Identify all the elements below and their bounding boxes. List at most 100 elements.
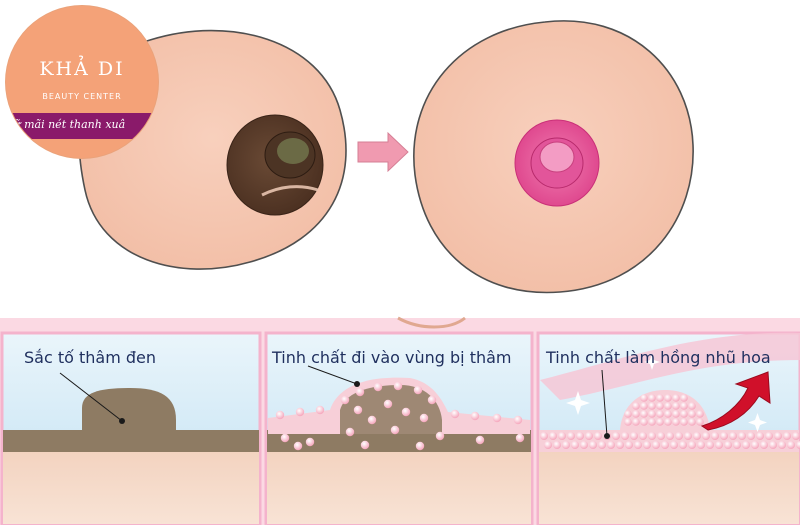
pink-particle xyxy=(571,441,579,449)
pink-particle xyxy=(567,432,575,440)
pink-particle xyxy=(697,441,705,449)
pink-particle xyxy=(580,441,588,449)
pink-particle xyxy=(747,432,755,440)
pink-particle xyxy=(696,418,704,426)
serum-particle xyxy=(513,415,523,425)
pointer-dot-1 xyxy=(119,418,125,424)
pink-particle xyxy=(594,432,602,440)
pink-particle xyxy=(648,410,656,418)
pink-particle xyxy=(640,418,648,426)
serum-particles-entering xyxy=(275,381,525,451)
serum-particle xyxy=(393,381,403,391)
breast-after xyxy=(413,20,694,294)
pink-particle xyxy=(558,432,566,440)
pink-particle xyxy=(680,394,688,402)
logo-subtitle: BEAUTY CENTER xyxy=(42,92,122,101)
pink-particle xyxy=(675,432,683,440)
pink-particle xyxy=(688,410,696,418)
pink-particle xyxy=(576,432,584,440)
sparkles xyxy=(566,354,767,432)
pink-particle xyxy=(664,418,672,426)
pink-particle xyxy=(792,432,800,440)
logo-band xyxy=(6,113,158,139)
pink-particle xyxy=(549,432,557,440)
serum-particle xyxy=(427,395,437,405)
serum-particle xyxy=(515,433,525,443)
pink-particle xyxy=(648,394,656,402)
panel-label-serum-enter: Tinh chất đi vào vùng bị thâm xyxy=(272,348,512,367)
serum-particle xyxy=(305,437,315,447)
pink-particle xyxy=(553,441,561,449)
pink-particle xyxy=(666,432,674,440)
pink-particle xyxy=(688,418,696,426)
pink-particle xyxy=(664,402,672,410)
pigment-mound xyxy=(82,388,176,452)
panel-serum-enter xyxy=(264,331,534,525)
pointer-dot-3 xyxy=(604,433,610,439)
pink-particle xyxy=(634,441,642,449)
pink-particle xyxy=(696,410,704,418)
panel-label-pink-result: Tinh chất làm hồng nhũ hoa xyxy=(546,348,771,367)
pink-particle xyxy=(656,402,664,410)
pink-particle xyxy=(624,418,632,426)
logo-slogan: iữ mãi nét thanh xuâ xyxy=(10,118,126,131)
pink-particle xyxy=(670,441,678,449)
serum-particle xyxy=(415,441,425,451)
pink-particle xyxy=(632,410,640,418)
areola-highlight xyxy=(261,185,319,197)
panel-pigment xyxy=(0,331,262,525)
pink-particle xyxy=(656,418,664,426)
pink-particle xyxy=(656,410,664,418)
pink-particle xyxy=(684,432,692,440)
pink-particle xyxy=(621,432,629,440)
pink-particle xyxy=(640,402,648,410)
pink-particle xyxy=(733,441,741,449)
logo: KHẢ DI BEAUTY CENTER iữ mãi nét thanh xu… xyxy=(6,6,158,158)
pink-particle xyxy=(630,432,638,440)
pink-particle xyxy=(648,402,656,410)
pink-particle xyxy=(756,432,764,440)
curved-arrow-icon xyxy=(700,371,771,431)
pink-particle xyxy=(672,394,680,402)
pink-particle xyxy=(648,418,656,426)
serum-particle xyxy=(413,385,423,395)
pink-particle xyxy=(589,441,597,449)
pink-particle xyxy=(769,441,777,449)
pink-particle xyxy=(639,432,647,440)
pink-particle xyxy=(632,418,640,426)
serum-particle xyxy=(373,382,383,392)
pointer-dot-2 xyxy=(354,381,360,387)
pink-particle xyxy=(664,394,672,402)
pink-particle xyxy=(778,441,786,449)
serum-particle xyxy=(401,407,411,417)
pink-particle xyxy=(612,432,620,440)
serum-particle xyxy=(419,413,429,423)
pink-particle xyxy=(672,410,680,418)
pointer-line-3 xyxy=(601,369,608,437)
pointer-line-1 xyxy=(59,372,123,422)
pink-particle xyxy=(672,402,680,410)
pink-particle xyxy=(715,441,723,449)
pink-particle xyxy=(656,394,664,402)
pink-particle xyxy=(738,432,746,440)
pink-particle xyxy=(796,441,800,449)
serum-particle xyxy=(360,440,370,450)
pink-particle xyxy=(724,441,732,449)
pink-particle xyxy=(616,441,624,449)
pink-particle xyxy=(742,441,750,449)
band-top-curve xyxy=(397,316,466,329)
pink-particle xyxy=(774,432,782,440)
serum-particle xyxy=(492,413,502,423)
pink-particle xyxy=(760,441,768,449)
pink-particle xyxy=(540,432,548,440)
pink-particle xyxy=(680,402,688,410)
panel-label-pigment: Sắc tố thâm đen xyxy=(24,348,157,367)
pink-particle xyxy=(680,418,688,426)
pink-particle xyxy=(679,441,687,449)
pink-particle xyxy=(657,432,665,440)
serum-particle xyxy=(353,405,363,415)
pink-particle xyxy=(607,441,615,449)
pink-particle xyxy=(765,432,773,440)
pink-particle xyxy=(680,410,688,418)
